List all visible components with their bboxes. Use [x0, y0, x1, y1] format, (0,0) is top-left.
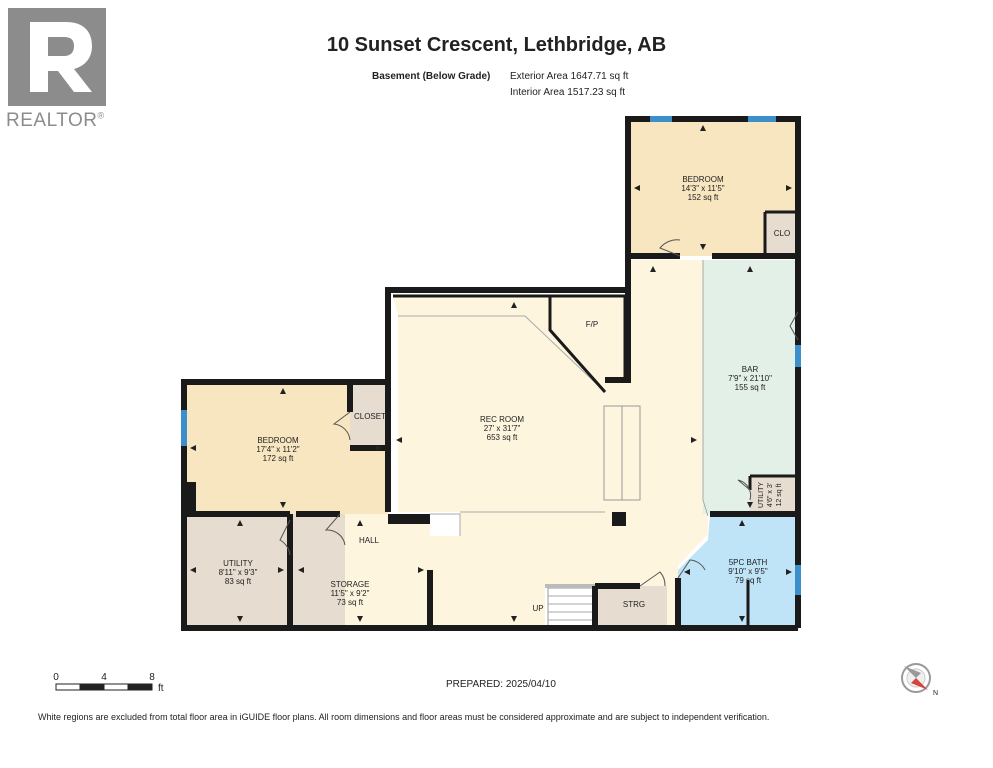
interior-area: Interior Area 1517.23 sq ft [510, 87, 626, 98]
bar-dims: 7'9" x 21'10" [728, 374, 772, 383]
level-name: Basement (Below Grade) [372, 71, 491, 82]
closet-name: CLOSET [354, 412, 386, 421]
dimension-arrows [190, 125, 792, 622]
storage-area: 73 sq ft [337, 598, 364, 607]
column [612, 512, 626, 526]
bedroom-left-dims: 17'4" x 11'2" [256, 445, 299, 454]
windows [181, 116, 801, 595]
bath-fill [678, 514, 798, 628]
utility-dims: 8'11" x 9'3" [219, 568, 258, 577]
bedroom-top-name: BEDROOM [682, 175, 724, 184]
fp-name: F/P [586, 320, 598, 329]
bedroom-top-area: 152 sq ft [688, 193, 719, 202]
bar-name: BAR [742, 365, 759, 374]
bedroom-left-name: BEDROOM [257, 436, 299, 445]
rec-room-area: 653 sq ft [487, 433, 518, 442]
utility-small-fill [750, 476, 796, 514]
strg-fill [595, 586, 667, 628]
compass-icon: N [901, 663, 938, 697]
hall-fill [345, 514, 430, 628]
utility-small-name: UTILITY [758, 482, 765, 508]
compass-north: N [933, 690, 938, 697]
utility-small-dims: 4'6" x 3' [767, 483, 774, 507]
bedroom-left-area: 172 sq ft [263, 454, 294, 463]
scale-label-8: 8 [149, 672, 155, 683]
bath-name: 5PC BATH [729, 558, 768, 567]
clo-name: CLO [774, 229, 790, 238]
stairs [545, 584, 595, 629]
hall-name: HALL [359, 536, 380, 545]
rec-room-dims: 27' x 31'7" [484, 424, 521, 433]
exterior-area: Exterior Area 1647.71 sq ft [510, 71, 629, 82]
disclaimer: White regions are excluded from total fl… [38, 712, 770, 722]
realtor-logo [8, 8, 106, 106]
bar-area: 155 sq ft [735, 383, 766, 392]
utility-area: 83 sq ft [225, 577, 252, 586]
realtor-logo-text: REALTOR® [6, 110, 105, 131]
closet-fill [350, 382, 388, 448]
utility-small-area: 12 sq ft [776, 483, 783, 506]
clo-fill [765, 212, 798, 254]
scale-label-4: 4 [101, 672, 107, 683]
fireplace-fill [550, 296, 625, 392]
property-address: 10 Sunset Crescent, Lethbridge, AB [326, 34, 667, 56]
scale-unit: ft [158, 683, 164, 694]
bath-area: 79 sq ft [735, 576, 762, 585]
bath-dims: 9'10" x 9'5" [728, 567, 768, 576]
doors [279, 239, 799, 587]
up-label: UP [532, 604, 543, 613]
storage-dims: 11'5" x 9'2" [331, 589, 370, 598]
utility-name: UTILITY [223, 559, 253, 568]
scale-label-0: 0 [53, 672, 59, 683]
bar-fill [703, 260, 798, 514]
scale-bar: 0 4 8 ft [53, 672, 164, 694]
utility-fill [184, 514, 290, 628]
storage-name: STORAGE [331, 580, 370, 589]
rec-room-name: REC ROOM [480, 415, 524, 424]
prepared-date: PREPARED: 2025/04/10 [446, 679, 556, 690]
strg-name: STRG [623, 600, 645, 609]
realtor-r-icon [30, 22, 92, 92]
bedroom-top-dims: 14'3" x 11'5" [681, 184, 724, 193]
